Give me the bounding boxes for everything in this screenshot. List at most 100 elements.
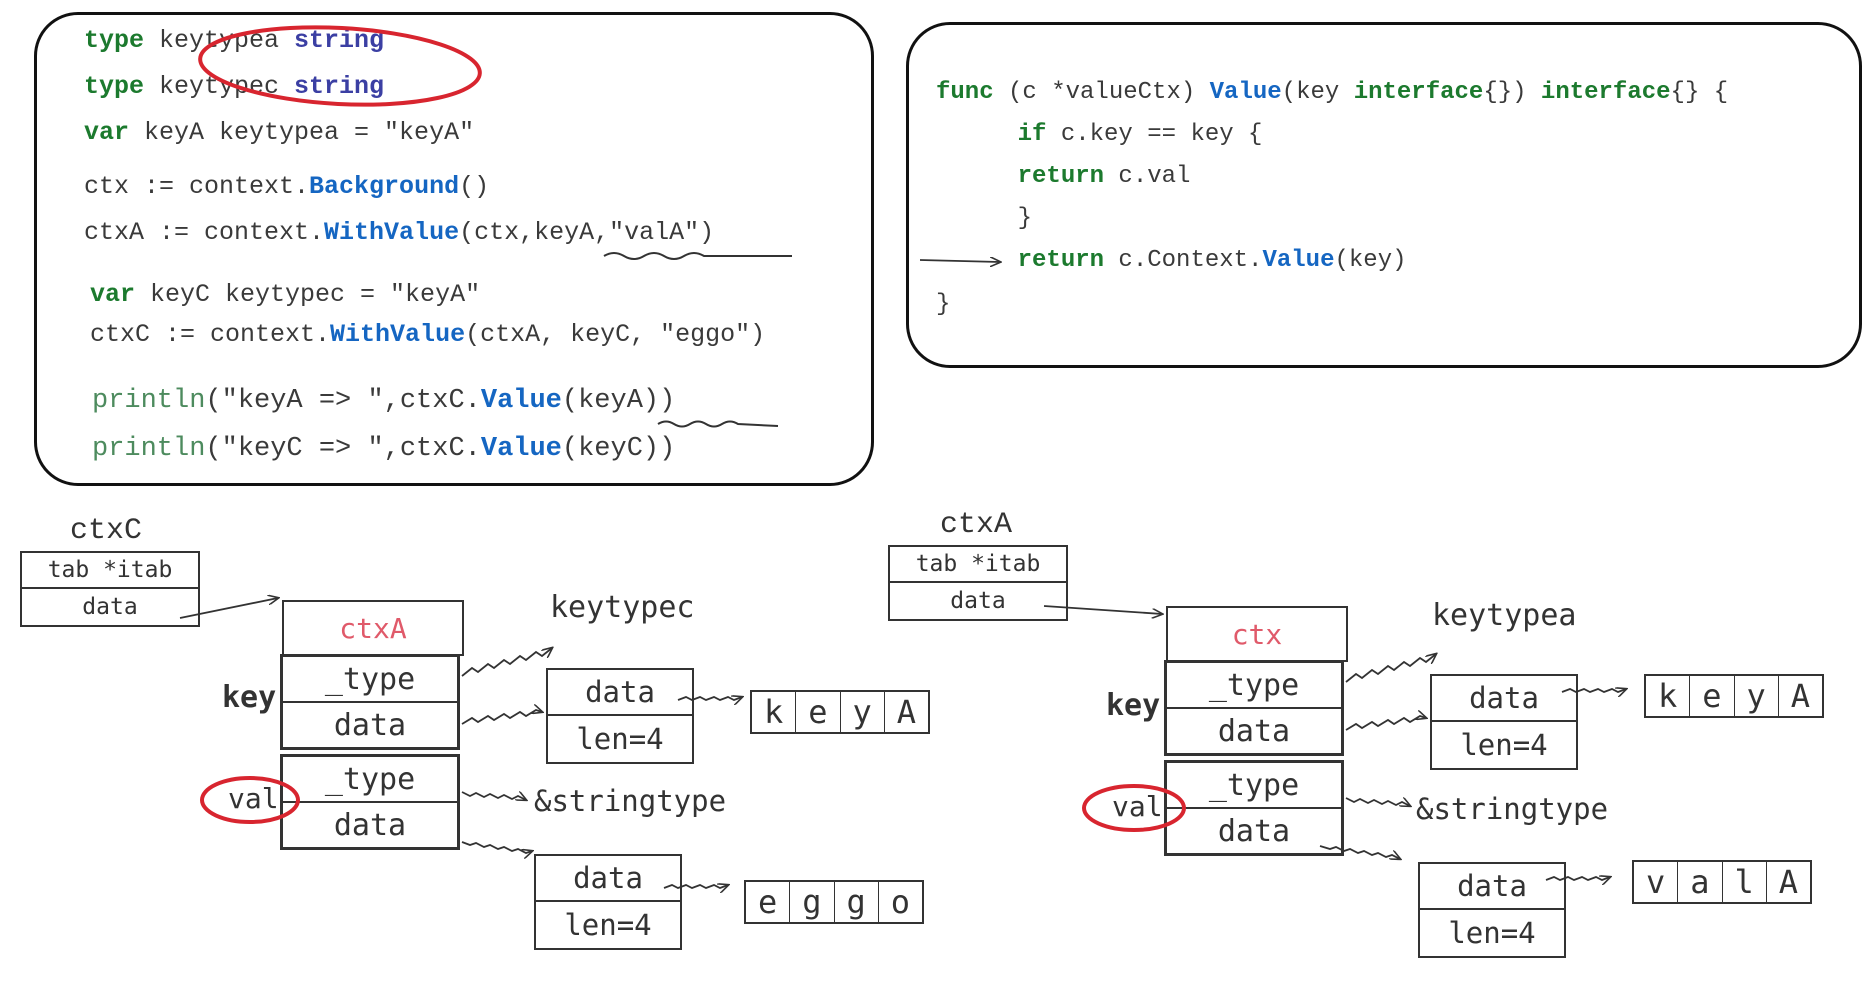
code-token: ()	[459, 172, 490, 201]
code-token: (keyA))	[561, 386, 676, 416]
arrow-code-return	[919, 260, 1000, 262]
code-token: c.Context.	[1104, 247, 1263, 274]
right-key-string-len: len=4	[1460, 728, 1548, 762]
code-line: func (c *valueCtx) Value(key interface{}…	[936, 78, 1728, 108]
code-token: string	[294, 72, 385, 101]
right-val-string-len: len=4	[1448, 916, 1536, 950]
left-key-string-len: len=4	[576, 722, 664, 756]
squiggle-keyA-arg	[657, 420, 779, 428]
arrow-right-val-type	[1345, 798, 1410, 806]
right-val-label: val	[1112, 790, 1163, 823]
right-iface-data: data	[950, 588, 1006, 614]
left-diagram-title: ctxC	[70, 514, 143, 548]
arrow-left-val-type	[461, 792, 526, 800]
right-val-string-data: data	[1420, 864, 1564, 910]
code-line: }	[936, 290, 950, 320]
code-token: Value	[1209, 79, 1282, 106]
code-token: {})	[1483, 79, 1541, 106]
left-iface-box: tab *itab data	[20, 551, 200, 627]
left-key-string-data: data	[548, 670, 692, 716]
left-val-string-len: len=4	[564, 908, 652, 942]
right-key-label: key	[1106, 688, 1161, 723]
left-val-type-field: _type	[283, 757, 457, 803]
char-cell: y	[841, 692, 885, 732]
code-token: Value	[1262, 247, 1335, 274]
code-token: interface	[1353, 79, 1484, 106]
left-val-label: val	[228, 782, 279, 815]
arrow-right-iface-data	[1043, 605, 1162, 614]
code-token: }	[936, 291, 951, 318]
code-token: var	[90, 280, 136, 309]
right-iface-box: tab *itab data	[888, 545, 1068, 621]
code-line: if c.key == key {	[960, 120, 1263, 150]
code-token: c.key == key {	[1046, 121, 1263, 148]
char-cell: g	[790, 882, 835, 922]
char-cell: l	[1723, 862, 1767, 902]
code-token: keytypec	[144, 72, 295, 101]
code-line: println("keyA => ",ctxC.Value(keyA))	[92, 386, 675, 416]
code-line: var keyA keytypea = "keyA"	[84, 118, 474, 148]
left-val-char-array: e g g o	[744, 880, 924, 924]
right-val-type-field: _type	[1167, 763, 1341, 809]
left-iface-data: data	[82, 594, 138, 620]
code-token: interface	[1540, 79, 1671, 106]
code-token: println	[92, 434, 206, 464]
arrow-right-key-type	[1345, 654, 1436, 683]
code-token: WithValue	[330, 320, 466, 349]
code-token: type	[84, 72, 145, 101]
right-struct-header: ctx	[1166, 606, 1348, 662]
left-key-string-header: data len=4	[546, 668, 694, 764]
char-cell: a	[1678, 862, 1723, 902]
left-key-type-field: _type	[283, 657, 457, 703]
left-key-label: key	[222, 680, 277, 715]
code-token: ctxC := context.	[90, 320, 331, 349]
code-token: return	[1017, 247, 1105, 274]
left-key-char-array: k e y A	[750, 690, 930, 734]
char-cell: k	[1646, 676, 1691, 716]
right-code-panel	[906, 22, 1862, 368]
right-diagram-title: ctxA	[940, 508, 1013, 542]
arrow-right-val-data	[1319, 845, 1400, 859]
code-token: func	[936, 79, 994, 106]
highlight-ellipses	[198, 25, 1186, 832]
code-token: }	[960, 205, 1033, 232]
code-token: keyC keytypec = "keyA"	[135, 280, 481, 309]
right-key-data-field: data	[1217, 713, 1291, 749]
code-token: {} {	[1670, 79, 1729, 106]
right-val-char-array: v a l A	[1632, 860, 1812, 904]
code-token: (ctxA, keyC, "eggo")	[465, 320, 766, 349]
code-token: (keyC))	[561, 434, 676, 464]
code-line: return c.val	[960, 162, 1191, 192]
code-line: type keytypec string	[84, 72, 384, 102]
left-val-type-name: &stringtype	[534, 784, 727, 818]
char-cell: A	[1790, 677, 1810, 715]
squiggle-keyA-valA	[603, 252, 792, 260]
char-cell: e	[746, 882, 791, 922]
right-val-iface: _type data	[1164, 760, 1344, 856]
left-val-iface: _type data	[280, 754, 460, 850]
code-token: keyA keytypea = "keyA"	[129, 118, 475, 147]
right-struct-header-label: ctx	[1231, 617, 1283, 651]
code-token: Value	[480, 386, 562, 416]
code-token: WithValue	[324, 218, 460, 247]
arrow-left-key-str	[677, 697, 742, 700]
right-key-type-field: _type	[1167, 663, 1341, 709]
left-val-string-header: data len=4	[534, 854, 682, 950]
arrow-right-val-str	[1545, 877, 1610, 880]
underline-squiggles	[603, 252, 792, 428]
right-iface-tab: tab *itab	[890, 547, 1066, 583]
char-cell: A	[896, 693, 916, 731]
right-key-iface: _type data	[1164, 660, 1344, 756]
code-line: return c.Context.Value(key)	[960, 246, 1407, 276]
left-key-data-field: data	[333, 707, 407, 743]
left-code-panel	[34, 12, 874, 486]
code-token: if	[1017, 121, 1047, 148]
highlight-ellipse-left-val	[200, 776, 300, 824]
char-cell: e	[796, 692, 841, 732]
highlight-ellipse-types	[198, 25, 482, 107]
char-cell: e	[1690, 676, 1735, 716]
right-key-string-header: data len=4	[1430, 674, 1578, 770]
right-key-string-data: data	[1432, 676, 1576, 722]
arrow-left-key-type	[461, 648, 552, 677]
left-key-iface: _type data	[280, 654, 460, 750]
